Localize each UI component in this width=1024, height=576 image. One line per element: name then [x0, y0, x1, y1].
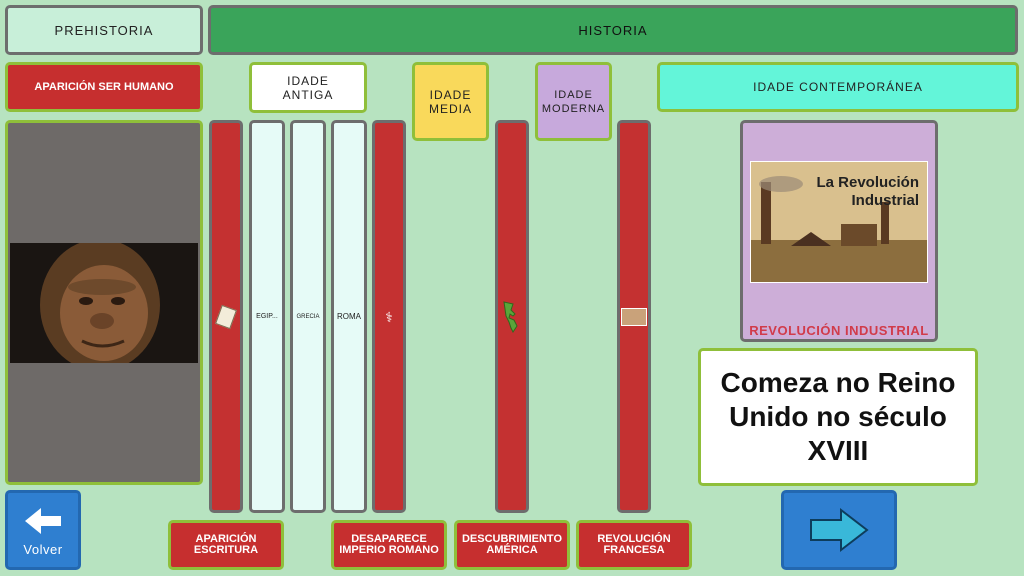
america-event-button[interactable]: DESCUBRIMIENTO AMÉRICA	[454, 520, 570, 570]
human-appearance-button[interactable]: APARICIÓN SER HUMANO	[5, 62, 203, 112]
history-header[interactable]: HISTORIA	[208, 5, 1018, 55]
industrial-revolution-card[interactable]: La Revolución Industrial REVOLUCIÓN INDU…	[740, 120, 938, 342]
writing-event-button[interactable]: APARICIÓN ESCRITURA	[168, 520, 284, 570]
rome-fall-column[interactable]: ⚕	[372, 120, 406, 513]
figure-icon: ⚕	[385, 308, 393, 325]
history-label: HISTORIA	[578, 22, 648, 38]
writing-column[interactable]	[209, 120, 243, 513]
prehistory-label: PREHISTORIA	[54, 22, 154, 38]
rome-label: ROMA	[337, 312, 361, 321]
revolution-icon	[621, 307, 647, 326]
info-text: Comeza no Reino Unido no século XVIII	[720, 367, 956, 466]
prehistory-header[interactable]: PREHISTORIA	[5, 5, 203, 55]
factory-illustration	[751, 162, 927, 282]
contemporary-age-label: IDADE CONTEMPORÁNEA	[753, 80, 923, 94]
america-event-label: DESCUBRIMIENTO AMÉRICA	[461, 533, 563, 556]
america-column[interactable]	[495, 120, 529, 513]
rome-column[interactable]: ROMA	[331, 120, 367, 513]
french-revolution-column[interactable]	[617, 120, 651, 513]
rome-fall-event-button[interactable]: DESAPARECE IMPERIO ROMANO	[331, 520, 447, 570]
human-appearance-label: APARICIÓN SER HUMANO	[34, 81, 174, 93]
arrow-left-icon	[25, 507, 61, 534]
modern-age-label: IDADE MODERNA	[541, 88, 606, 115]
medieval-age-label: IDADE MEDIA	[428, 87, 472, 116]
rome-fall-event-label: DESAPARECE IMPERIO ROMANO	[339, 533, 439, 556]
modern-age-button[interactable]: IDADE MODERNA	[535, 62, 612, 141]
back-label: Volver	[23, 541, 63, 557]
writing-event-label: APARICIÓN ESCRITURA	[193, 533, 259, 556]
hominid-photo[interactable]	[5, 120, 203, 485]
image-title: La Revolución Industrial	[816, 174, 919, 209]
ancient-age-label: IDADE ANTIGA	[282, 73, 334, 102]
back-button[interactable]: Volver	[5, 490, 81, 570]
industrial-revolution-image: La Revolución Industrial	[750, 161, 928, 283]
greece-label: GRECIA	[296, 313, 320, 320]
medieval-age-button[interactable]: IDADE MEDIA	[412, 62, 489, 141]
arrow-right-icon	[810, 507, 869, 553]
ancient-age-button[interactable]: IDADE ANTIGA	[249, 62, 367, 113]
scroll-icon	[215, 304, 237, 329]
hominid-image	[10, 242, 198, 363]
french-revolution-event-button[interactable]: REVOLUCIÓN FRANCESA	[576, 520, 692, 570]
next-button[interactable]	[781, 490, 897, 570]
americas-map-icon	[503, 300, 518, 333]
egypt-column[interactable]: EGIP...	[249, 120, 285, 513]
card-caption: REVOLUCIÓN INDUSTRIAL	[749, 323, 929, 338]
egypt-label: EGIP...	[256, 313, 278, 320]
french-revolution-event-label: REVOLUCIÓN FRANCESA	[597, 533, 671, 556]
greece-column[interactable]: GRECIA	[290, 120, 326, 513]
contemporary-age-button[interactable]: IDADE CONTEMPORÁNEA	[657, 62, 1019, 112]
info-text-box: Comeza no Reino Unido no século XVIII	[698, 348, 978, 486]
